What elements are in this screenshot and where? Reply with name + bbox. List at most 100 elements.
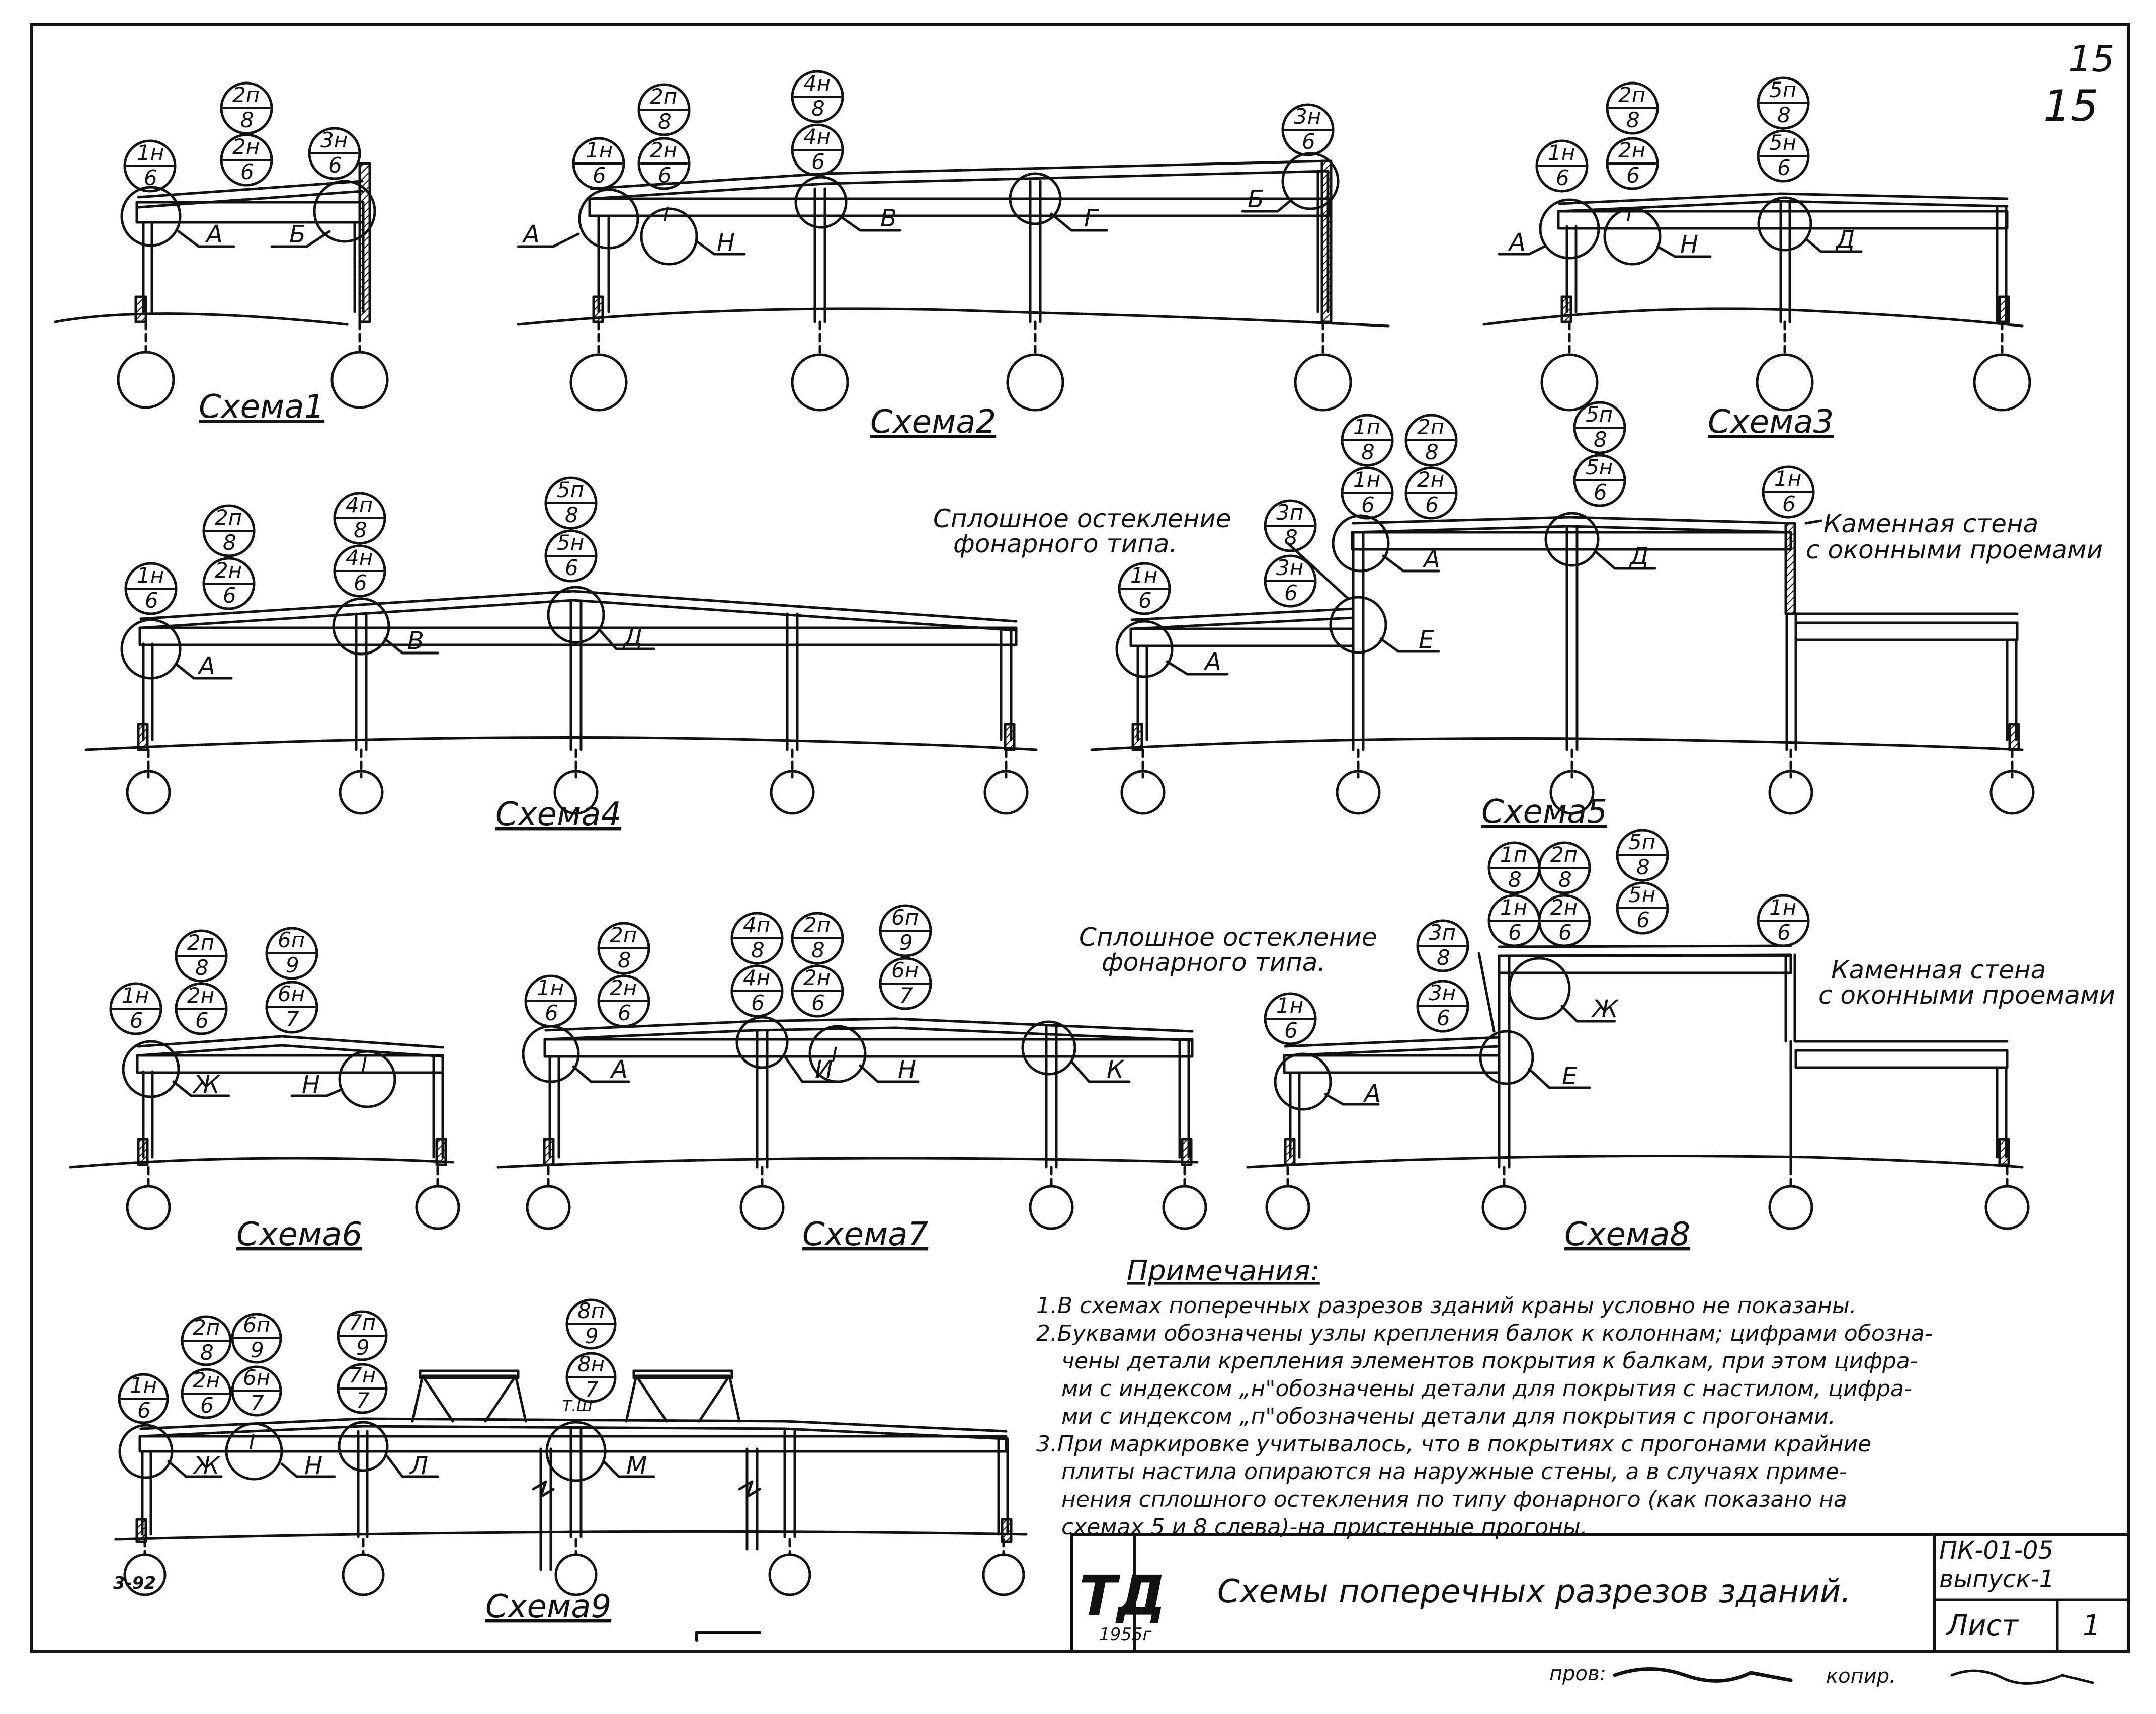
svg-text:7: 7 xyxy=(251,1391,264,1415)
scheme-7-callouts: 1н6 2п8 2н6 4п8 4н6 2п8 2н6 6п9 6н7 А И … xyxy=(524,904,1125,1253)
svg-text:9: 9 xyxy=(899,930,913,955)
svg-text:2п: 2п xyxy=(215,505,242,530)
svg-text:6: 6 xyxy=(354,570,367,595)
svg-text:7: 7 xyxy=(286,1007,299,1031)
scheme-2 xyxy=(517,152,1390,412)
scheme-8-title: Схема8 xyxy=(1564,1216,1690,1253)
svg-text:3н: 3н xyxy=(320,128,348,152)
svg-text:8: 8 xyxy=(1558,867,1572,892)
signatures: пров: копир. xyxy=(1549,1662,2094,1688)
scheme-5 xyxy=(1090,512,2035,815)
note-line-5: ми с индексом „п"обозначены детали для п… xyxy=(1061,1404,1836,1429)
note-line-6: 3.При маркировке учитывалось, что в покр… xyxy=(1036,1431,1871,1457)
svg-text:1н: 1н xyxy=(1353,467,1380,492)
stamp: 3-92 xyxy=(113,1573,156,1593)
svg-text:6: 6 xyxy=(130,1008,143,1033)
svg-text:6: 6 xyxy=(1636,908,1650,932)
svg-text:6: 6 xyxy=(1361,493,1375,517)
scheme-9-callouts: 1н6 2п8 2н6 6п9 6н7 7п9 7н7 8п9 8н7 Т.Ш … xyxy=(113,1298,761,1642)
svg-text:8: 8 xyxy=(1284,525,1298,550)
svg-text:8: 8 xyxy=(811,96,825,121)
svg-text:2н: 2н xyxy=(1550,895,1578,920)
svg-text:8: 8 xyxy=(618,948,631,972)
svg-text:6: 6 xyxy=(545,1001,558,1025)
note-line-2: 2.Буквами обозначены узлы крепления бало… xyxy=(1036,1321,1933,1346)
svg-text:6: 6 xyxy=(328,153,342,178)
note-line-8: нения сплошного остекления по типу фонар… xyxy=(1061,1487,1847,1512)
sheet-no: 1 xyxy=(2083,1609,2101,1642)
svg-text:6: 6 xyxy=(1284,581,1298,605)
svg-text:6: 6 xyxy=(1777,920,1791,945)
svg-text:Ж: Ж xyxy=(1591,995,1619,1023)
svg-text:6н: 6н xyxy=(243,1365,270,1390)
svg-text:4п: 4п xyxy=(346,493,373,517)
svg-text:2п: 2п xyxy=(1417,415,1444,439)
svg-text:пров:: пров: xyxy=(1549,1662,1606,1685)
scheme-9-title: Схема9 xyxy=(485,1588,611,1625)
svg-text:I: I xyxy=(249,1431,255,1454)
svg-text:6: 6 xyxy=(145,588,158,613)
svg-text:8: 8 xyxy=(1361,440,1375,464)
svg-text:6: 6 xyxy=(137,1398,151,1423)
scheme-7 xyxy=(496,1016,1207,1230)
svg-text:Г: Г xyxy=(1084,204,1099,232)
svg-text:8: 8 xyxy=(1508,867,1522,892)
svg-text:6п: 6п xyxy=(278,928,305,952)
svg-text:7п: 7п xyxy=(349,1310,376,1335)
svg-text:Сплошное остекление: Сплошное остекление xyxy=(933,504,1231,533)
svg-text:9: 9 xyxy=(356,1335,370,1360)
svg-text:I: I xyxy=(663,203,669,226)
scheme-6 xyxy=(69,1035,460,1230)
svg-text:фонарного типа.: фонарного типа. xyxy=(953,529,1177,558)
svg-text:I: I xyxy=(832,1043,838,1067)
svg-text:8: 8 xyxy=(1636,855,1650,879)
svg-text:Е: Е xyxy=(1419,626,1434,654)
svg-text:5п: 5п xyxy=(1586,402,1613,427)
svg-text:А: А xyxy=(1508,228,1526,257)
scheme-6-title: Схема6 xyxy=(236,1216,362,1253)
svg-text:8: 8 xyxy=(1594,427,1607,452)
svg-text:5н: 5н xyxy=(1586,455,1613,479)
scheme-4-title: Схема4 xyxy=(495,796,621,833)
svg-text:8: 8 xyxy=(223,530,236,555)
svg-text:Сплошное остекление: Сплошное остекление xyxy=(1079,923,1377,952)
svg-text:9: 9 xyxy=(251,1338,264,1362)
svg-text:6: 6 xyxy=(144,166,157,190)
svg-text:5н: 5н xyxy=(557,530,584,555)
svg-text:Е: Е xyxy=(1562,1062,1578,1090)
svg-text:Д: Д xyxy=(623,623,643,651)
scheme-7-title: Схема7 xyxy=(802,1216,928,1253)
svg-text:Н: Н xyxy=(717,228,735,257)
svg-text:Н: Н xyxy=(898,1055,916,1084)
svg-text:И: И xyxy=(815,1055,833,1084)
svg-text:4н: 4н xyxy=(803,124,831,149)
scheme-8-callouts: 1н6 3н6 3п8 1п8 2п8 1н6 2н6 5п8 5н6 1н6 … xyxy=(1079,829,2115,1253)
svg-text:2п: 2п xyxy=(803,913,831,937)
svg-text:7: 7 xyxy=(356,1388,370,1413)
svg-text:6: 6 xyxy=(200,1393,214,1418)
svg-text:А: А xyxy=(1363,1080,1381,1108)
svg-text:8: 8 xyxy=(200,1340,214,1365)
svg-text:2п: 2п xyxy=(1618,83,1645,107)
svg-text:8: 8 xyxy=(811,938,825,962)
svg-text:8: 8 xyxy=(565,503,578,527)
svg-text:8: 8 xyxy=(1777,103,1791,127)
svg-text:6: 6 xyxy=(1508,920,1522,945)
svg-text:2п: 2п xyxy=(232,83,260,107)
svg-text:8: 8 xyxy=(240,108,254,132)
svg-text:8: 8 xyxy=(751,938,765,962)
svg-text:с оконными проемами: с оконными проемами xyxy=(1806,535,2103,564)
svg-text:Л: Л xyxy=(409,1452,428,1480)
scheme-2-title: Схема2 xyxy=(870,403,996,441)
svg-text:2н: 2н xyxy=(232,134,260,159)
svg-text:Н: Н xyxy=(302,1071,320,1099)
svg-text:А: А xyxy=(205,220,223,249)
svg-text:А: А xyxy=(1422,545,1440,574)
svg-text:1н: 1н xyxy=(1276,993,1303,1018)
svg-text:2н: 2н xyxy=(215,558,242,583)
svg-text:8: 8 xyxy=(195,955,209,980)
year: 1955г xyxy=(1099,1624,1152,1645)
svg-text:6: 6 xyxy=(1782,492,1796,516)
svg-text:К: К xyxy=(1107,1055,1125,1084)
svg-text:Каменная стена: Каменная стена xyxy=(1831,955,2046,985)
